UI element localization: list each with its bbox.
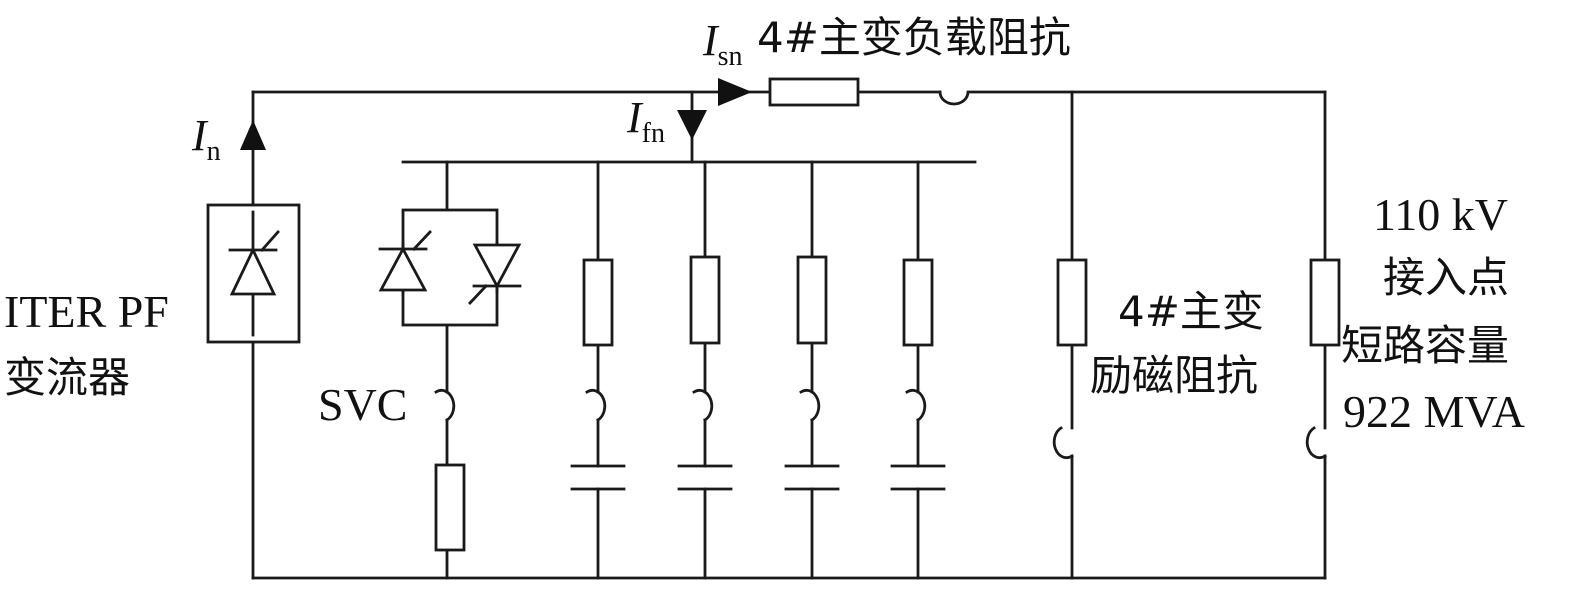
label-i-fn: Ifn [626, 93, 665, 149]
filter-capacitor-icon [677, 464, 733, 491]
wires [251, 90, 1327, 580]
filter-inductor-icon [799, 388, 821, 422]
filter-capacitor-icon [570, 464, 626, 491]
current-arrow-down-icon [677, 110, 707, 140]
filter-inductor-icon [905, 388, 927, 422]
label-grid-voltage: 110 kV [1373, 189, 1508, 240]
filter-inductor-icon [692, 388, 714, 422]
load-resistor-icon [768, 77, 860, 107]
filter-capacitor-icon [890, 464, 946, 491]
label-converter-line2: 变流器 [4, 353, 130, 402]
label-converter-line1: ITER PF [4, 286, 169, 337]
filter-resistor-icon [902, 258, 934, 347]
load-inductor-icon [938, 90, 970, 106]
label-excitation-line2: 励磁阻抗 [1090, 351, 1258, 400]
label-i-sn: Isn [702, 16, 743, 72]
label-excitation-line1: 4#主变 [1118, 287, 1264, 336]
filter-branch-1 [570, 258, 626, 491]
load-impedance [768, 77, 970, 107]
grid-inductor-icon [1305, 426, 1327, 460]
excitation-resistor-icon [1056, 258, 1088, 347]
label-i-n: In [191, 111, 221, 167]
svc-block [378, 208, 522, 552]
thyristor-left-icon [378, 230, 432, 294]
filter-resistor-icon [796, 255, 828, 345]
grid-impedance [1305, 258, 1341, 460]
thyristor-icon [228, 210, 280, 337]
filter-branch-4 [890, 258, 946, 491]
filter-branch-2 [677, 255, 733, 491]
svc-resistor-icon [434, 463, 466, 552]
svc-inductor-icon [434, 388, 456, 422]
label-grid-line3: 短路容量 [1341, 321, 1509, 370]
label-grid-line2: 接入点 [1383, 253, 1509, 302]
excitation-inductor-icon [1052, 426, 1074, 460]
label-grid-capacity: 922 MVA [1343, 386, 1525, 437]
current-arrow-right-icon [718, 78, 752, 106]
svc-box [401, 208, 499, 327]
converter-block [206, 203, 301, 344]
grid-resistor-icon [1309, 258, 1341, 347]
label-svc: SVC [318, 379, 407, 430]
thyristor-right-icon [468, 241, 522, 305]
excitation-impedance [1052, 258, 1088, 460]
label-load-impedance: 4#主变负载阻抗 [757, 13, 1071, 62]
filter-branch-3 [784, 255, 840, 491]
current-arrow-up-icon [240, 120, 266, 150]
filter-inductor-icon [585, 388, 607, 422]
filter-resistor-icon [689, 255, 721, 345]
filter-capacitor-icon [784, 464, 840, 491]
filter-resistor-icon [582, 258, 614, 347]
